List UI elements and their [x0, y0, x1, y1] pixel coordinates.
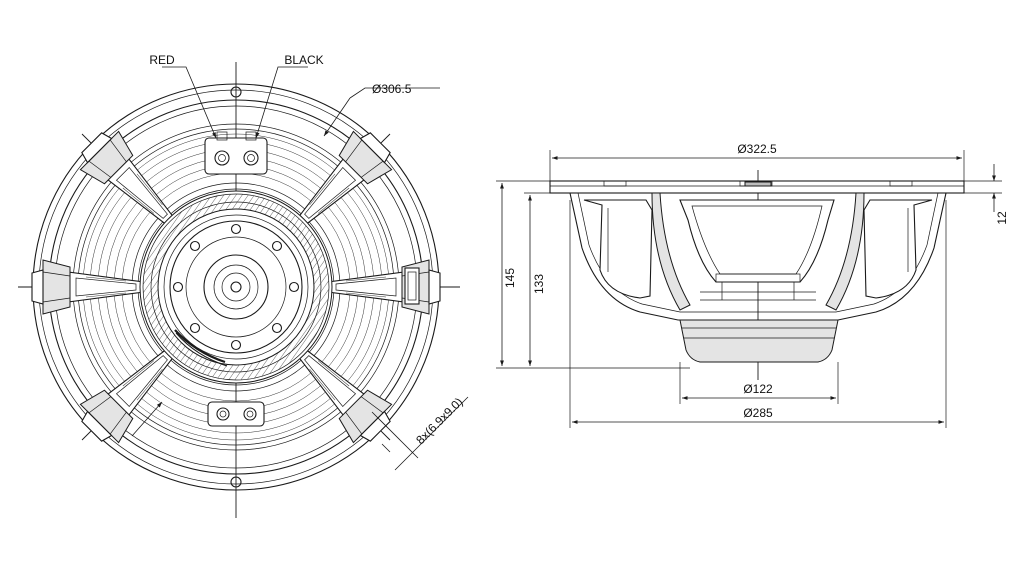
- side-extension-lines: [496, 150, 1002, 428]
- body-diameter-label: Ø285: [743, 406, 773, 420]
- basket-diameter-label: Ø306.5: [372, 82, 412, 96]
- bottom-lug: [207, 401, 265, 427]
- flange-thickness-label: 12: [995, 211, 1009, 225]
- front-view: RED BLACK Ø306.5 8x(6.9x9.0): [18, 53, 469, 518]
- mounting-hole-label: 8x(6.9x9.0): [413, 395, 465, 447]
- overall-depth-label: 145: [503, 268, 517, 288]
- terminal-block: [204, 131, 268, 175]
- motor-assembly: [139, 190, 333, 384]
- overall-diameter-label: Ø322.5: [737, 142, 777, 156]
- side-flange: [549, 180, 965, 194]
- terminal-label-black: BLACK: [284, 53, 323, 67]
- side-view: Ø322.5 12 145 133 Ø122 Ø285: [496, 142, 1009, 428]
- terminal-label-red: RED: [149, 53, 175, 67]
- side-dimension-lines: [500, 156, 996, 424]
- vent-box: [404, 267, 420, 305]
- motor-bolts: [172, 223, 300, 351]
- side-basket: [569, 181, 947, 321]
- depth-from-flange-label: 133: [532, 274, 546, 294]
- magnet-diameter-label: Ø122: [743, 382, 773, 396]
- front-leaders: [131, 66, 469, 471]
- side-magnet: [679, 319, 839, 363]
